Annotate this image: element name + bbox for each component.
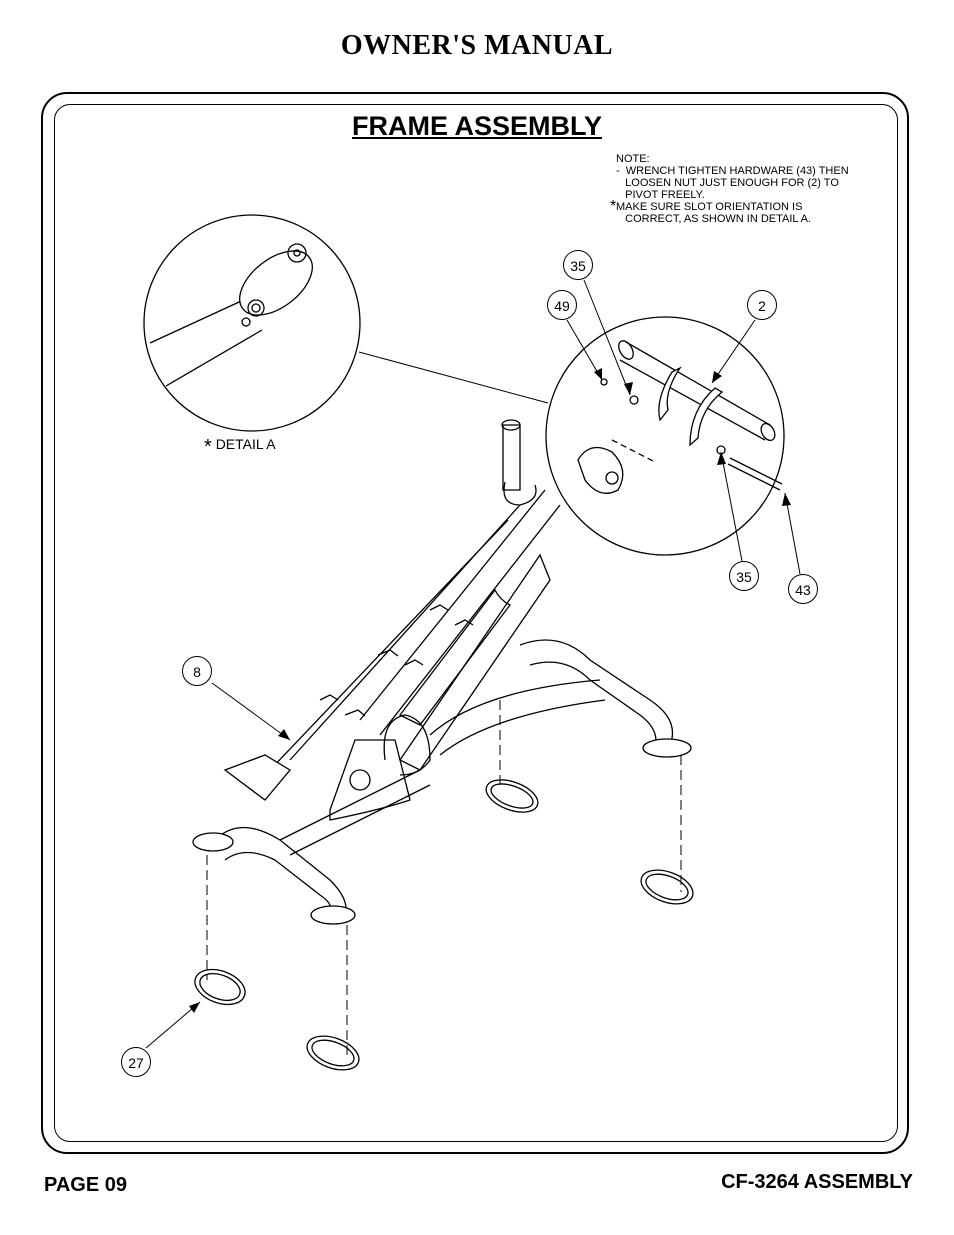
section-title: FRAME ASSEMBLY [351,111,603,141]
leader-arrowheads [189,368,791,1013]
note-heading: NOTE: [616,153,650,165]
model-label: CF-3264 ASSEMBLY [721,1171,913,1193]
detail-label-text: DETAIL A [215,436,276,452]
note-line-3: PIVOT FREELY. [616,189,705,201]
note-line-1: - WRENCH TIGHTEN HARDWARE (43) THEN [616,165,849,177]
pivot-detail-view [545,316,785,556]
callout-35-bottom: 35 [729,561,759,591]
callout-49: 49 [547,290,577,320]
manual-title: OWNER'S MANUAL [340,30,614,61]
callout-43: 43 [788,574,818,604]
page-number: PAGE 09 [44,1174,127,1196]
page-border-outer [41,92,909,1154]
note-line-4: MAKE SURE SLOT ORIENTATION IS [616,201,803,213]
assembly-note: NOTE: - WRENCH TIGHTEN HARDWARE (43) THE… [610,153,849,225]
callout-2: 2 [747,290,777,320]
detail-a-view [143,214,549,432]
note-line-5: CORRECT, AS SHOWN IN DETAIL A. [616,213,811,225]
frame-body [192,419,694,1071]
page-border-inner [54,104,898,1142]
leader-lines [145,279,801,1049]
note-star: * [610,198,617,215]
detail-star: * [204,436,212,458]
callout-8: 8 [182,656,212,686]
note-line-2: LOOSEN NUT JUST ENOUGH FOR (2) TO [616,177,839,189]
detail-a-label: * DETAIL A [204,436,276,459]
callout-27: 27 [121,1047,151,1077]
callout-35-top: 35 [563,250,593,280]
